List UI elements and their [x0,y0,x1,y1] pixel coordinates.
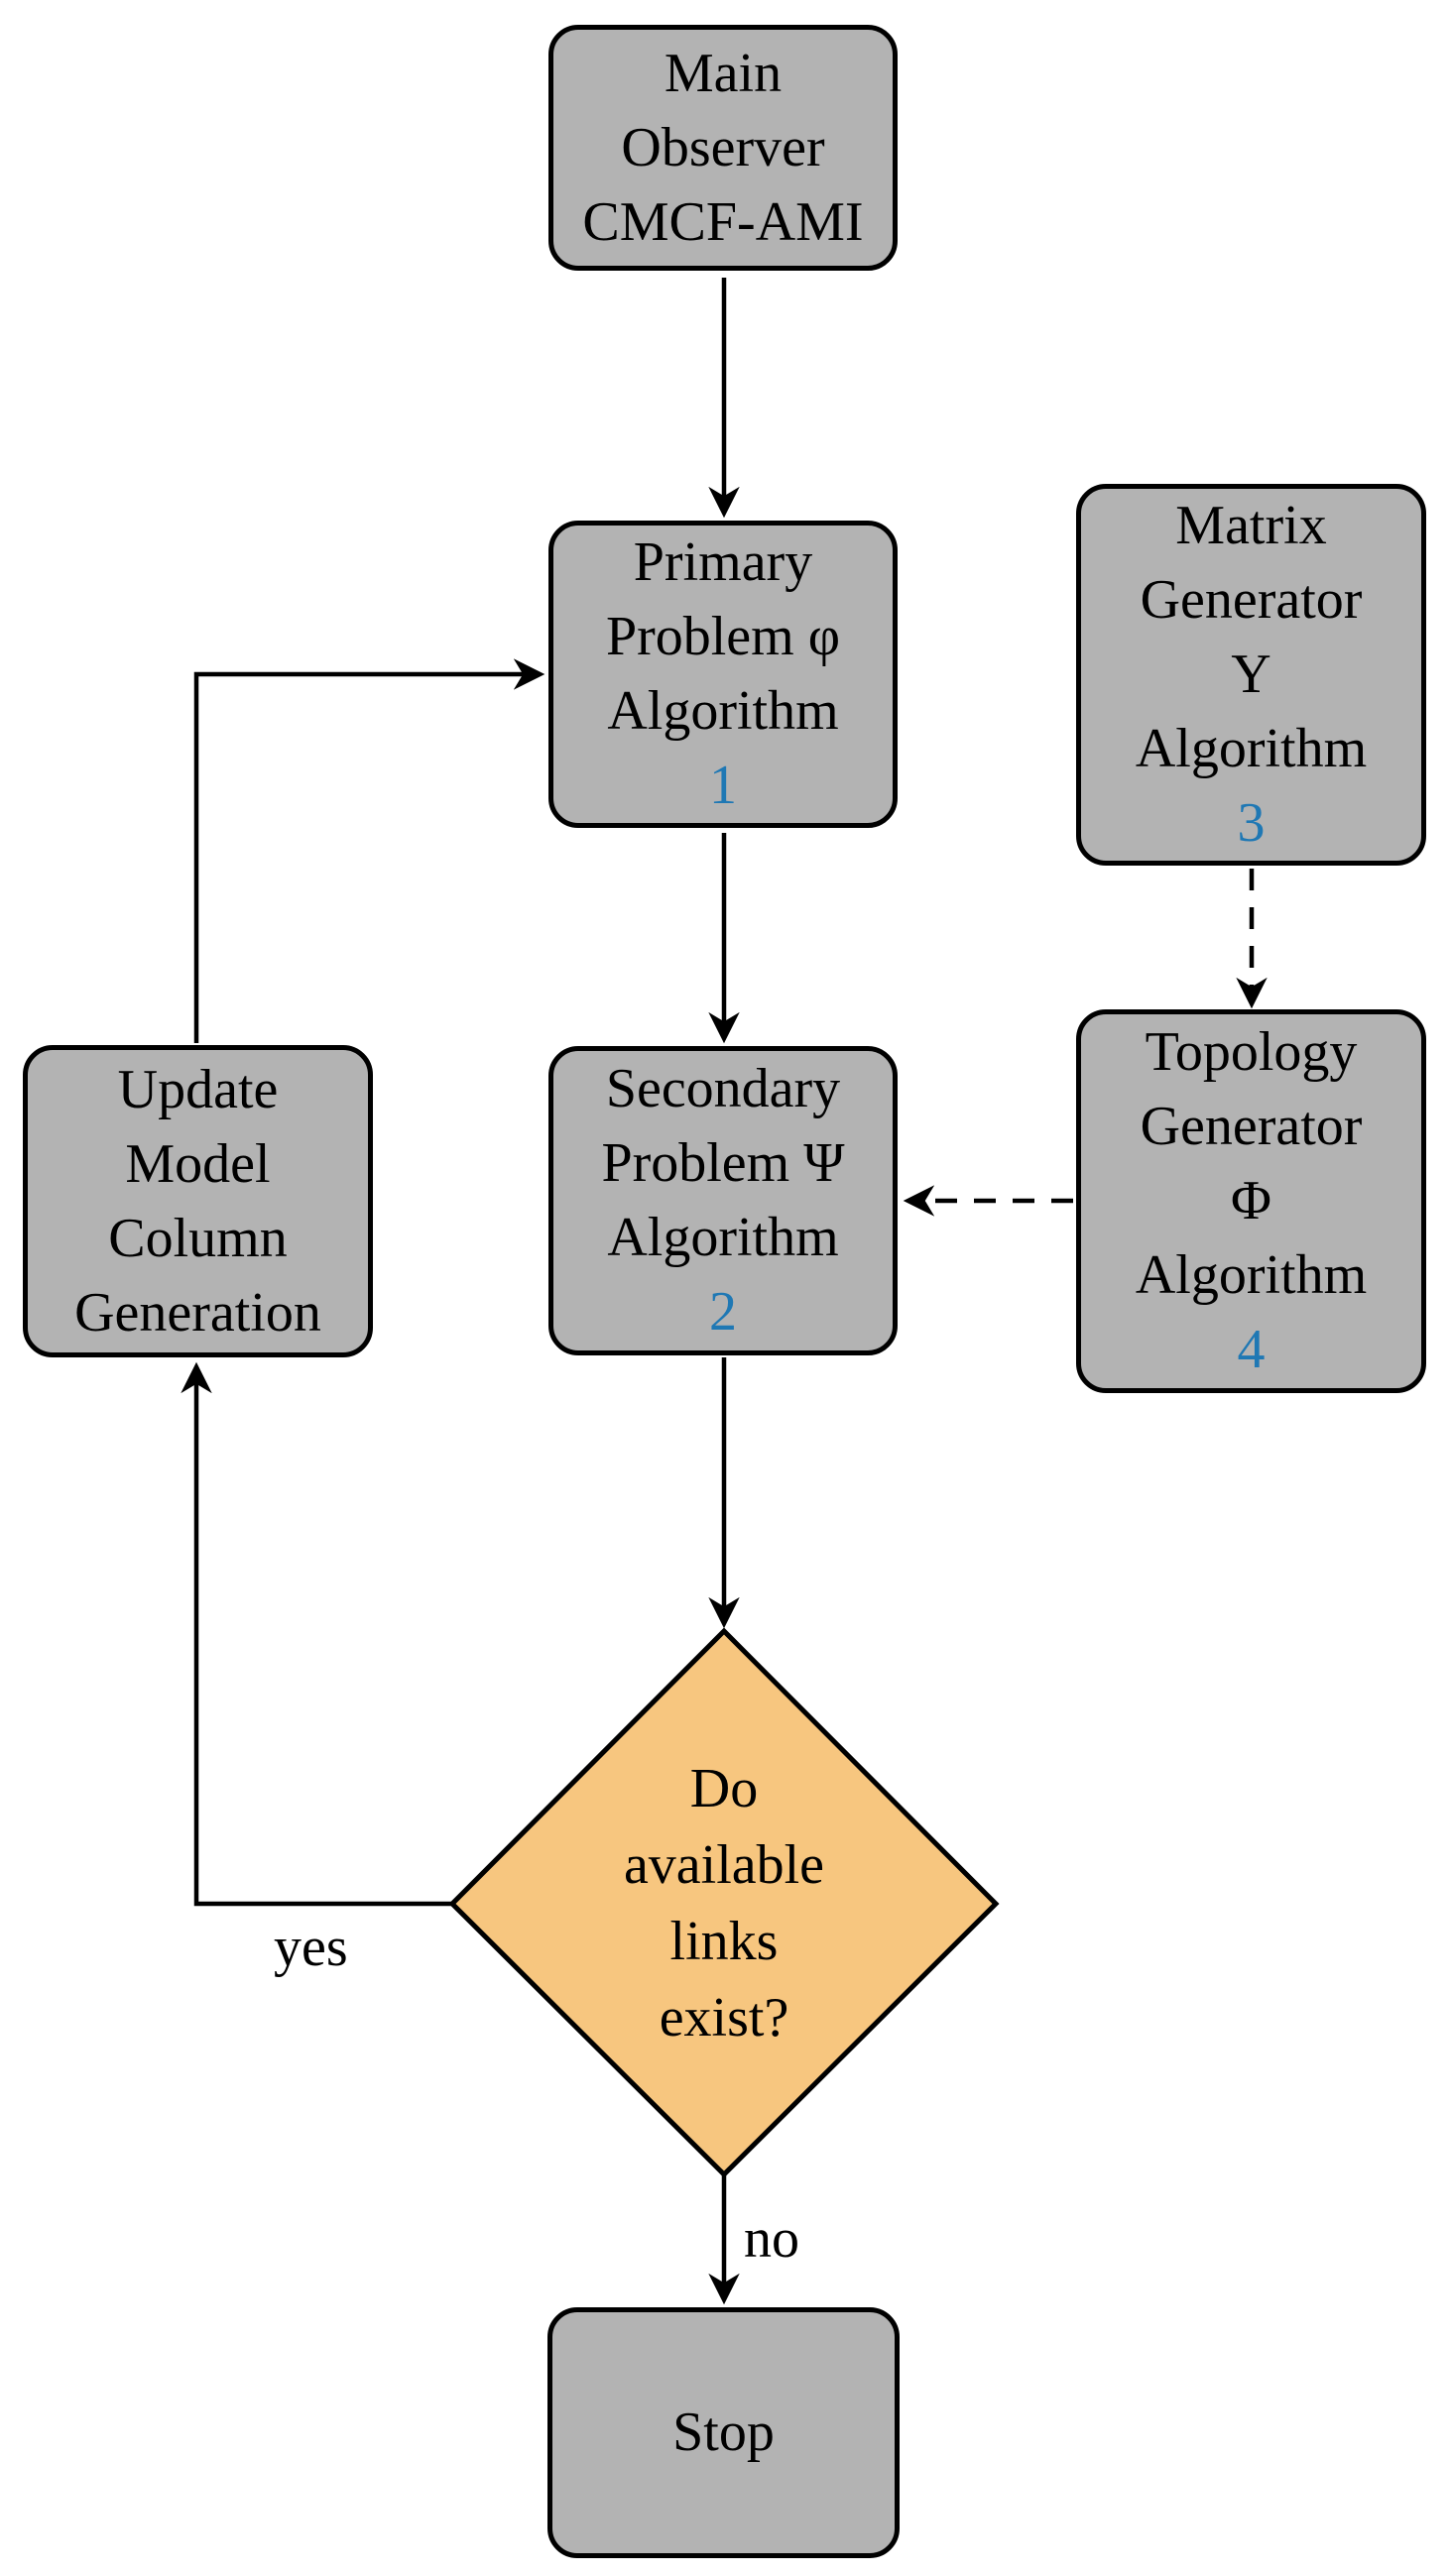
algorithm-number-4: 4 [1237,1319,1266,1380]
node-line: Update [117,1058,279,1120]
node-line: Generator [1140,569,1363,631]
node-line: Problem φ [605,606,841,667]
algorithm-number-2: 2 [709,1281,737,1343]
node-line: available [623,1834,825,1896]
node-line: Do [689,1758,759,1819]
node-line: Problem Ψ [601,1132,845,1194]
node-update-model: Update Model Column Generation [23,1045,373,1357]
node-line: Observer [621,116,825,178]
node-line: Generation [74,1281,321,1344]
node-line: Main [664,42,783,104]
arrow-update-to-primary [193,658,545,1043]
node-line: Primary [633,531,813,593]
node-line: Model [125,1132,271,1195]
node-matrix-generator: Matrix Generator Υ Algorithm 3 [1076,484,1426,866]
node-line: Matrix [1175,495,1327,556]
node-line: Topology [1145,1021,1358,1083]
decision-diamond-label: Do available links exist? [526,1751,922,2056]
node-primary-problem: Primary Problem φ Algorithm 1 [548,521,898,828]
algorithm-number-1: 1 [709,755,737,816]
arrow-decision-yes-to-update [181,1361,452,1907]
node-line: Φ [1231,1170,1271,1231]
node-line: Algorithm [1135,718,1368,779]
node-line: Secondary [605,1058,841,1119]
node-line: exist? [659,1987,789,2049]
node-line: Υ [1231,644,1271,705]
node-line: Algorithm [607,1207,839,1268]
node-line: CMCF-AMI [582,190,864,253]
node-line: Stop [672,2401,775,2463]
algorithm-number-3: 3 [1237,792,1266,854]
node-line: Column [108,1207,288,1269]
node-line: links [669,1911,779,1972]
edge-label-no: no [744,2208,799,2270]
node-line: Algorithm [1135,1244,1368,1306]
node-line: Algorithm [607,680,839,742]
node-secondary-problem: Secondary Problem Ψ Algorithm 2 [548,1046,898,1355]
node-stop: Stop [547,2307,900,2558]
node-line: Generator [1140,1096,1363,1157]
edge-label-yes: yes [274,1917,348,1978]
node-main-observer: Main Observer CMCF-AMI [548,25,898,271]
node-topology-generator: Topology Generator Φ Algorithm 4 [1076,1009,1426,1393]
